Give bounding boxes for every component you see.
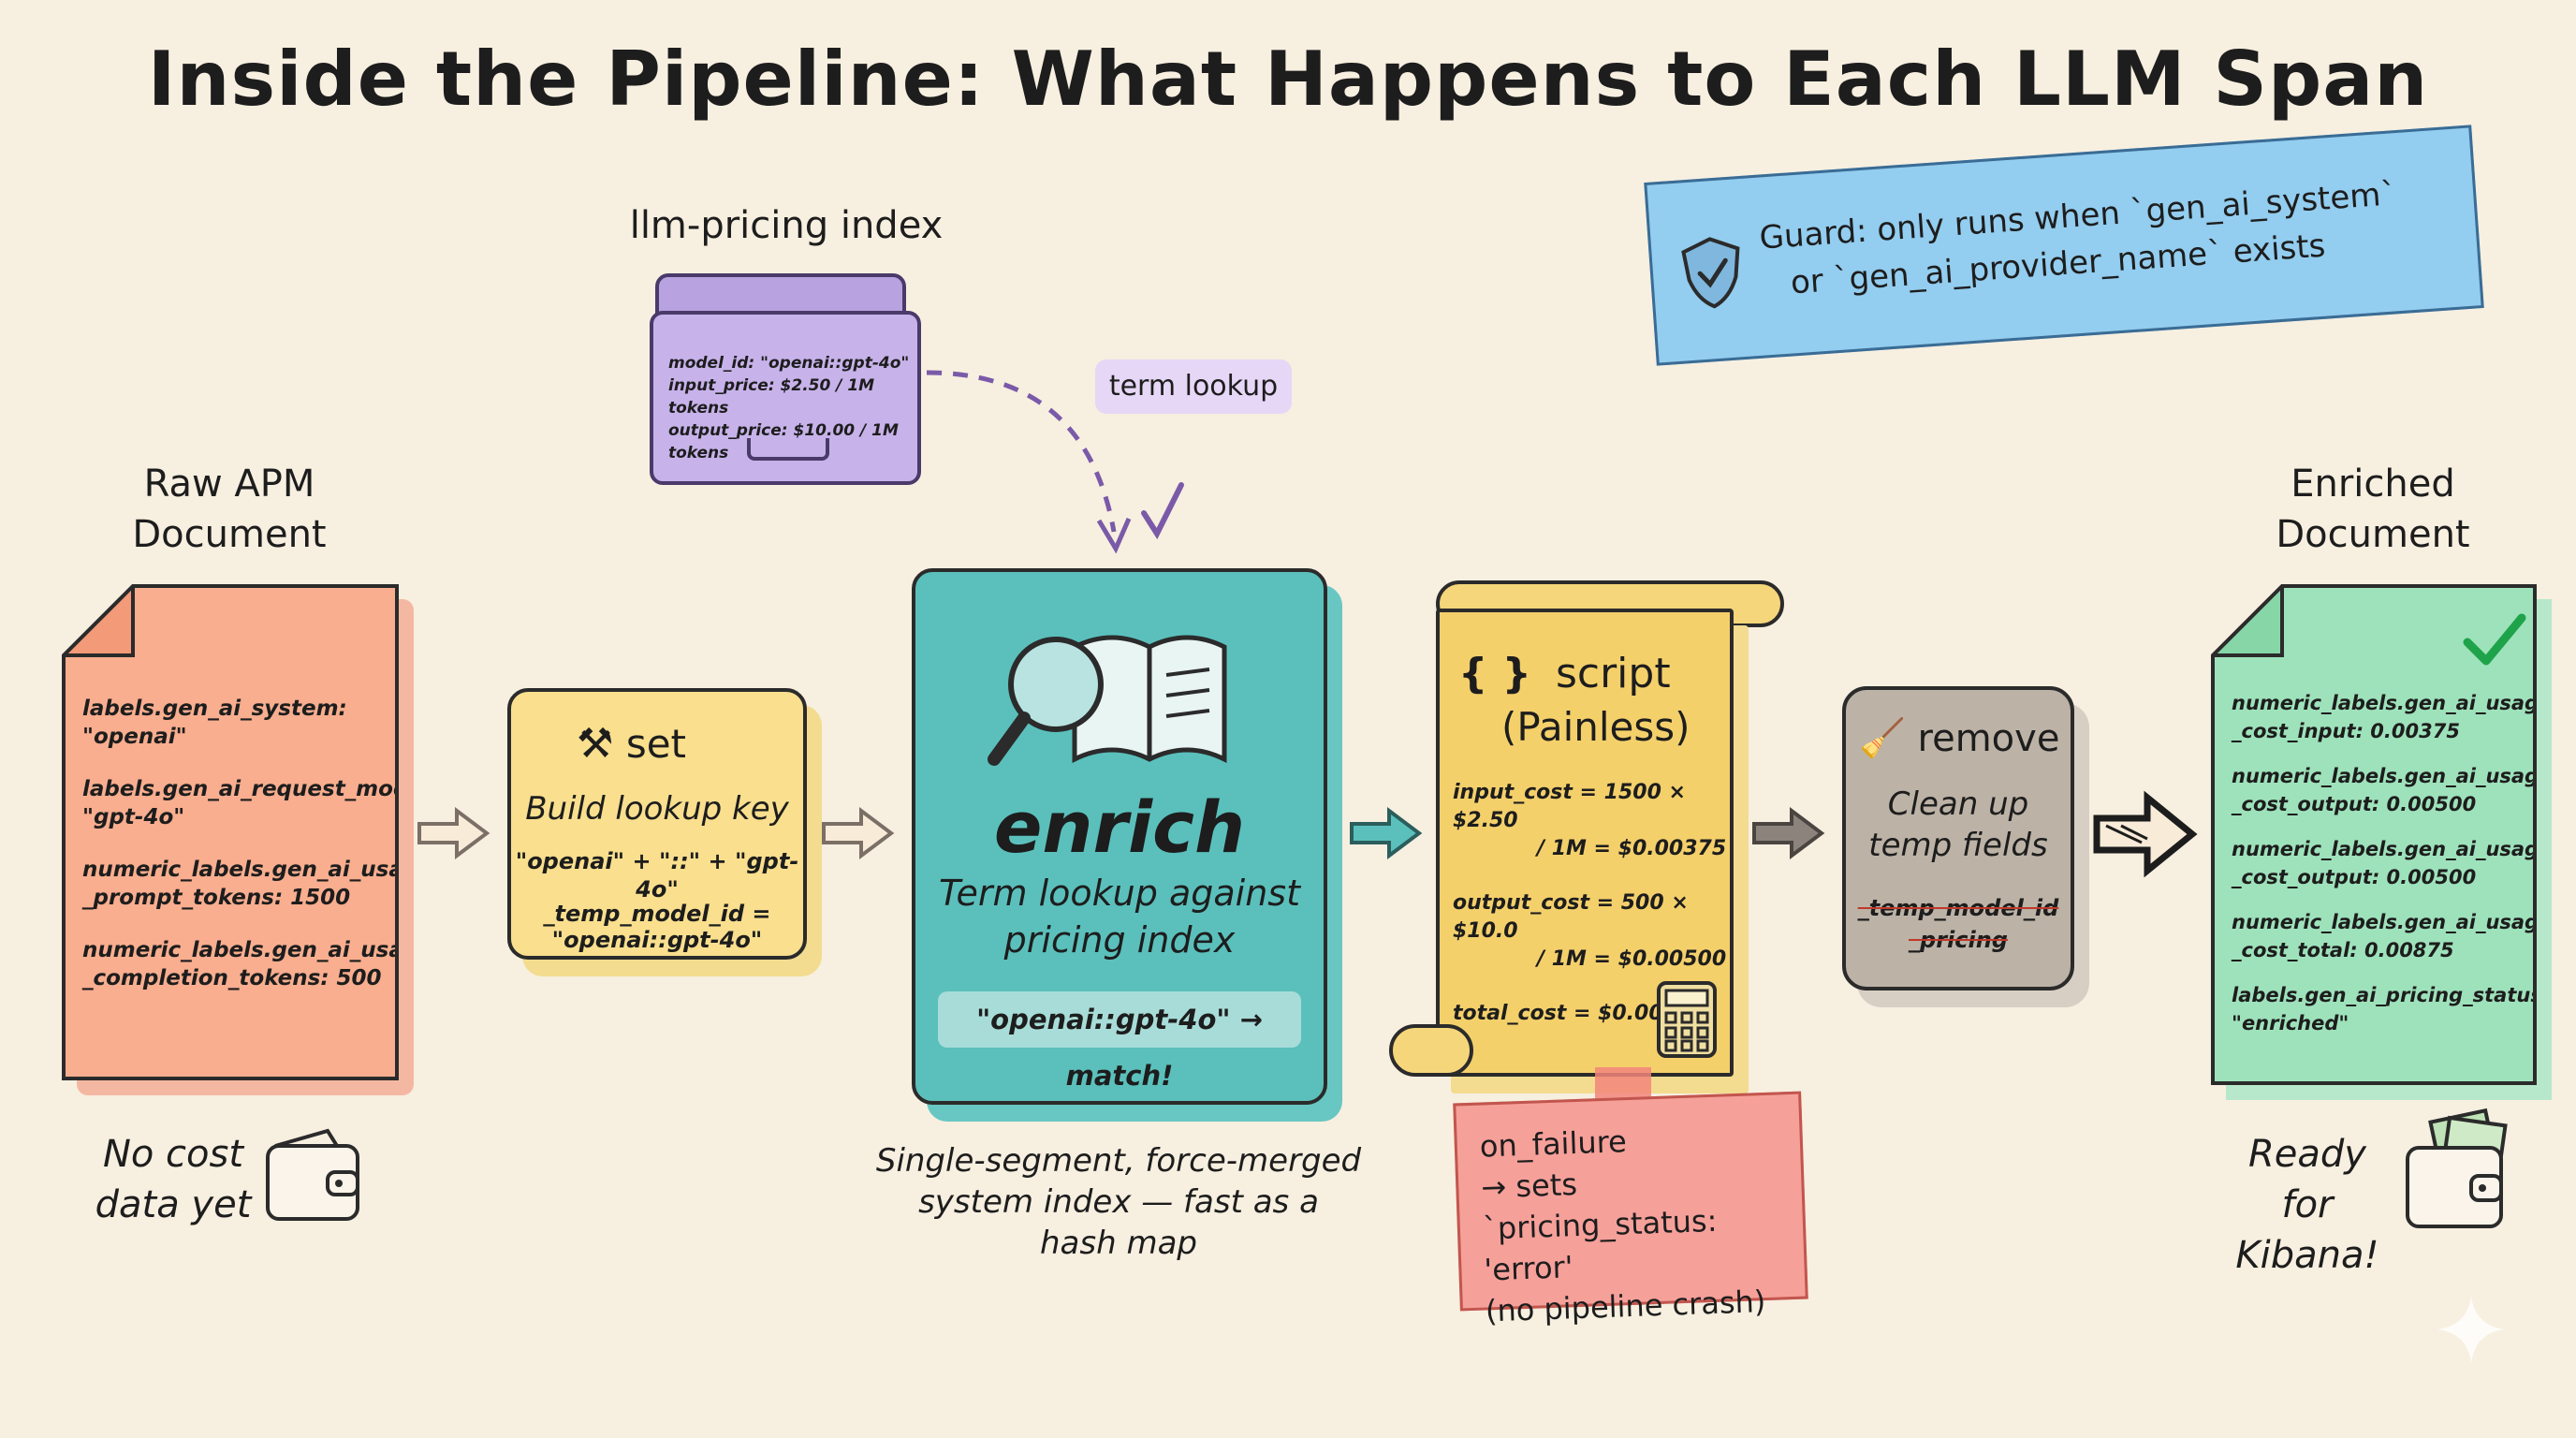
removed-field-model-id: _temp_model_id [1857,895,2059,921]
enrich-subtitle-line1: Term lookup against [939,873,1300,914]
enrich-title: enrich [993,785,1246,869]
raw-apm-document: labels.gen_ai_system:"openai" labels.gen… [62,584,399,1080]
enriched-doc-footer: Ready for Kibana! [2218,1129,2396,1281]
pricing-line-model: model_id: "openai::gpt-4o" [668,354,910,373]
enrich-subtitle: Term lookup against pricing index [915,870,1324,963]
flow-arrow-3 [1350,807,1423,859]
enrich-caption-line1: Single-segment, force-merged [875,1142,1362,1180]
remove-subtitle: Clean up temp fields [1846,784,2071,866]
pricing-index-folder: model_id: "openai::gpt-4o" input_price: … [650,311,921,485]
guard-note: Guard: only runs when `gen_ai_system` or… [1644,125,2484,366]
wallet-with-money-icon [2406,1108,2508,1228]
scroll-bottom-roll [1389,1024,1473,1077]
set-subtitle: Build lookup key [525,790,789,828]
enriched-field: numeric_labels.gen_ai_usage_cost_total: … [2232,911,2553,961]
term-lookup-arrow [926,370,1184,554]
folder-handle-icon [747,438,829,461]
enriched-footer-line2: Kibana! [2235,1234,2379,1277]
raw-doc-heading-line2: Document [132,513,327,556]
shield-icon [1681,237,1740,309]
enriched-field: numeric_labels.gen_ai_usage_cost_input: … [2232,692,2553,742]
script-title: script [1555,650,1671,697]
enriched-footer-line1: Ready for [2248,1133,2366,1226]
script-line-input: input_cost = 1500 × $2.50 / 1M = $0.0037… [1453,781,1727,860]
set-title: set [625,721,687,767]
enrich-caption: Single-segment, force-merged system inde… [871,1140,1367,1264]
wallet-icon [266,1128,359,1221]
set-processor-card: ⚒ set Build lookup key "openai" + "::" +… [507,688,807,960]
script-processor-card: { } script (Painless) input_cost = 1500 … [1436,609,1734,1077]
script-line-output: output_cost = 500 × $10.0 / 1M = $0.0050… [1453,891,1727,971]
match-badge: "openai::gpt-4o" → match! [938,991,1301,1092]
raw-doc-footer: No cost data yet [84,1129,262,1230]
raw-field: numeric_labels.gen_ai_usage_prompt_token… [82,858,433,910]
enrich-subtitle-line2: pricing index [1003,919,1236,961]
enriched-field: numeric_labels.gen_ai_usage_cost_output:… [2232,838,2553,888]
enriched-doc-heading: Enriched Document [2237,459,2509,560]
flow-arrow-5 [2093,790,2198,878]
flow-arrow-1 [417,807,490,859]
remove-subtitle-line1: Clean up [1887,785,2029,823]
enriched-document: numeric_labels.gen_ai_usage_cost_input: … [2211,584,2537,1085]
enriched-field: labels.gen_ai_pricing_status:"enriched" [2232,984,2551,1034]
calculator-icon [1657,981,1717,1058]
remove-subtitle-line2: temp fields [1868,827,2048,864]
raw-field: numeric_labels.gen_ai_usage_completion_t… [82,938,433,990]
enriched-doc-heading-line2: Document [2276,513,2470,556]
checkmark-icon [2463,613,2526,666]
broom-icon: 🧹 [1859,717,1906,760]
remove-title: remove [1917,717,2060,760]
raw-field: labels.gen_ai_system:"openai" [82,697,347,749]
raw-doc-heading-line1: Raw APM [143,462,315,506]
folded-corner-icon [62,584,135,657]
remove-processor-card: 🧹 remove Clean up temp fields _temp_mode… [1842,686,2074,990]
enrich-caption-line3: hash map [1040,1225,1197,1262]
pricing-line-input: input_price: $2.50 / 1M tokens [668,376,875,418]
hammer-wrench-icon: ⚒ [577,720,614,768]
raw-field: labels.gen_ai_request_model:"gpt-4o" [82,777,440,829]
term-lookup-label: term lookup [1095,360,1292,414]
magnifier-book-icon [988,635,1227,766]
raw-doc-heading: Raw APM Document [94,459,365,560]
removed-field-pricing: _pricing [1909,927,2008,953]
enrich-processor-card: enrich Term lookup against pricing index… [912,568,1327,1105]
raw-footer-line1: No cost [102,1133,244,1176]
set-key-expression: "openai" + "::" + "gpt-4o" [515,848,799,902]
braces-icon: { } [1458,650,1531,697]
set-assign-line1: _temp_model_id = [543,901,771,927]
flow-arrow-4 [1752,807,1825,859]
pricing-line-output: output_price: $10.00 / 1M tokens [668,421,899,462]
raw-footer-line2: data yet [95,1183,252,1226]
sparkle-icon [2437,1296,2505,1363]
enrich-caption-line2: system index — fast as a [918,1183,1319,1221]
script-title-line2: (Painless) [1501,704,1690,750]
folded-corner-icon [2211,584,2284,657]
enriched-field: numeric_labels.gen_ai_usage_cost_output:… [2232,765,2553,815]
enriched-doc-heading-line1: Enriched [2291,462,2455,506]
page-title: Inside the Pipeline: What Happens to Eac… [147,36,2429,123]
set-assign-line2: "openai::gpt-4o" [551,927,763,953]
pricing-index-label: llm-pricing index [629,204,944,247]
failure-line3: `pricing_status: 'error' [1482,1202,1718,1288]
flow-arrow-2 [822,807,895,859]
on-failure-note: on_failure → sets `pricing_status: 'erro… [1453,1091,1808,1328]
